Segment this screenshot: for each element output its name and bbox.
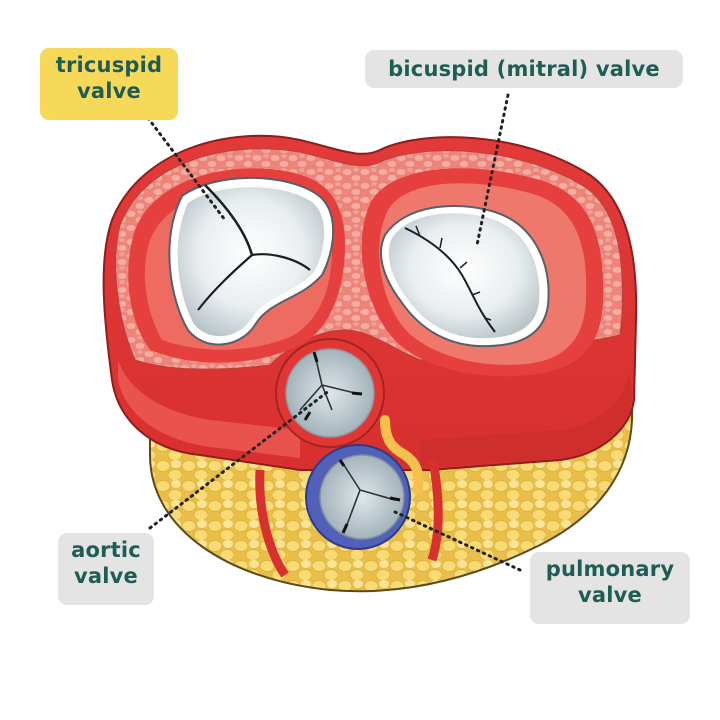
label-pulmonary-valve: pulmonary valve <box>530 552 690 624</box>
label-aortic-valve: aortic valve <box>58 533 154 605</box>
label-bicuspid-mitral-valve: bicuspid (mitral) valve <box>365 50 683 88</box>
label-tricuspid-line1: tricuspid <box>55 53 163 77</box>
label-aortic-line2: valve <box>74 564 138 588</box>
tricuspid-valve <box>168 176 335 346</box>
leader-bicuspid <box>475 93 510 247</box>
label-bicuspid-line1: bicuspid (mitral) valve <box>388 57 660 81</box>
label-tricuspid-valve: tricuspid valve <box>40 48 178 120</box>
aortic-valve <box>275 338 385 448</box>
leader-lines <box>146 93 522 572</box>
pulmonary-valve <box>305 444 411 550</box>
leader-tricuspid <box>146 116 227 222</box>
label-pulmonary-line1: pulmonary <box>545 557 675 581</box>
coronary-vessels <box>255 415 443 578</box>
bicuspid-mitral-valve <box>380 204 550 348</box>
label-pulmonary-line2: valve <box>578 583 642 607</box>
label-tricuspid-line2: valve <box>77 79 141 103</box>
leader-aortic <box>148 388 332 530</box>
label-aortic-line1: aortic <box>71 538 141 562</box>
